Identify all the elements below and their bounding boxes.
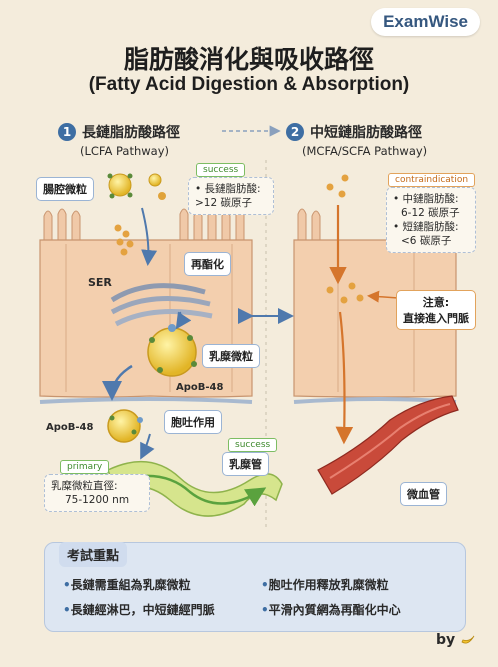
exam-point-1: 長鏈需重組為乳糜微粒 [63, 576, 191, 593]
contraindication-tag: contraindication [388, 173, 476, 187]
portal-note: 注意: 直接進入門脈 [396, 290, 476, 330]
ser-label: SER [88, 276, 112, 289]
step-1-header: 1 長鏈脂肪酸路徑 [58, 122, 180, 142]
capillary-label: 微血管 [400, 482, 447, 506]
mcfa-line1: • 中鏈脂肪酸: [393, 193, 459, 205]
exam-point-2: 胞吐作用釋放乳糜微粒 [261, 576, 389, 593]
step-2-subtitle: (MCFA/SCFA Pathway) [302, 144, 428, 158]
mcfa-info: • 中鏈脂肪酸: 6-12 碳原子 • 短鏈脂肪酸: <6 碳原子 [386, 187, 476, 253]
step-1-subtitle: (LCFA Pathway) [80, 144, 170, 158]
apob-label-2: ApoB-48 [46, 422, 94, 433]
chylomicron [147, 324, 197, 377]
reesterification-label: 再酯化 [184, 252, 231, 276]
exam-point-4: 平滑內質網為再酯化中心 [261, 601, 401, 618]
success-tag-left: success [196, 163, 246, 177]
diameter-line2: 75-1200 nm [64, 494, 130, 506]
apob-label-1: ApoB-48 [176, 382, 224, 393]
exam-point-3: 長鏈經淋巴，中短鏈經門脈 [63, 601, 215, 618]
footer-by: by [435, 632, 456, 648]
portal-note-line1: 注意: [422, 296, 450, 309]
lumen-label: 腸腔微粒 [36, 177, 94, 201]
exocytosis-label: 胞吐作用 [164, 410, 222, 434]
primary-tag: primary [60, 460, 110, 474]
exocytosed-chylomicron [107, 409, 143, 443]
lumen-droplets-right [326, 174, 364, 304]
page-subtitle: (Fatty Acid Digestion & Absorption) [88, 74, 410, 95]
portal-note-line2: 直接進入門脈 [403, 312, 469, 325]
fatty-acid-droplets-left [114, 224, 134, 256]
step-1-title: 長鏈脂肪酸路徑 [82, 125, 180, 141]
lcfa-info-line1: • 長鏈脂肪酸: [195, 183, 261, 195]
lcfa-info-line2: >12 碳原子 [195, 197, 252, 209]
banana-icon [461, 635, 475, 644]
left-enterocyte [39, 208, 253, 404]
step-1-number: 1 [58, 123, 76, 141]
mcfa-line2: 6-12 碳原子 [401, 207, 460, 219]
mcfa-line4: <6 碳原子 [401, 235, 452, 247]
exam-points-panel: 考試重點 長鏈需重組為乳糜微粒 胞吐作用釋放乳糜微粒 長鏈經淋巴，中短鏈經門脈 … [44, 542, 466, 632]
mcfa-line3: • 短鏈脂肪酸: [393, 221, 459, 233]
chylomicron-label: 乳糜微粒 [202, 344, 260, 368]
lcfa-info: • 長鏈脂肪酸: >12 碳原子 [188, 177, 274, 215]
diameter-info: 乳糜微粒直徑: 75-1200 nm [44, 474, 150, 512]
footer-credit: by [436, 632, 476, 648]
capillary-vessel [317, 395, 459, 495]
step-2-number: 2 [286, 123, 304, 141]
lumen-micelles [107, 173, 166, 200]
brand-badge: ExamWise [371, 8, 480, 36]
step-2-title: 中短鏈脂肪酸路徑 [310, 125, 422, 141]
exam-points-title: 考試重點 [59, 542, 128, 567]
lacteal-label: 乳糜管 [222, 452, 269, 476]
step-2-header: 2 中短鏈脂肪酸路徑 [286, 122, 422, 142]
diameter-line1: 乳糜微粒直徑: [51, 480, 118, 492]
page-title: 脂肪酸消化與吸收路徑 [123, 45, 374, 74]
success-tag-lacteal: success [228, 438, 278, 452]
